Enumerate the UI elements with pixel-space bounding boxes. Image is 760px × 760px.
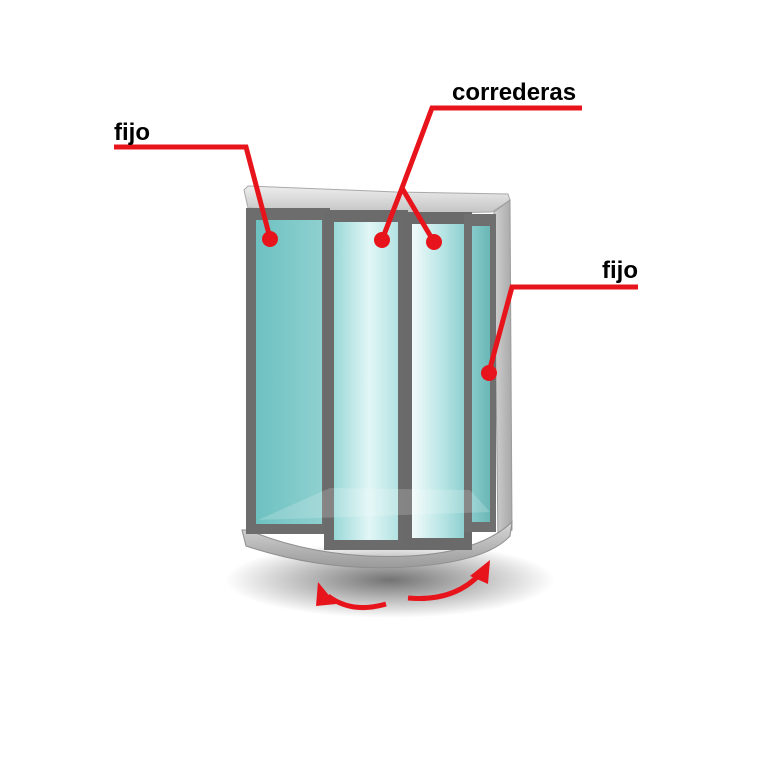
callout-dot-sliding-1 — [374, 232, 390, 248]
interior-floor — [258, 488, 490, 520]
callout-dot-sliding-2 — [426, 234, 442, 250]
callout-line-sliding — [379, 105, 582, 241]
arrow-right-curve — [407, 572, 482, 601]
arrow-left-head — [316, 582, 336, 606]
fixed-panel-right-glass — [472, 226, 490, 522]
callout-line-sliding-branch — [399, 186, 437, 244]
callout-line-fixed-right — [486, 284, 638, 373]
label-fixed-right: fijo — [602, 257, 638, 284]
sliding-panel-1-glass — [334, 222, 398, 540]
side-wall — [493, 199, 513, 541]
sliding-direction-arrows-icon — [316, 560, 490, 611]
callout-sliding: correderas — [374, 79, 582, 250]
shower-tray — [241, 520, 513, 569]
callout-line-fixed-left — [114, 144, 273, 239]
sliding-panel-2-glass — [412, 224, 464, 538]
callout-dot-fixed-left — [262, 231, 278, 247]
fixed-panel-left-glass — [256, 220, 322, 524]
callout-dot-fixed-right — [481, 365, 497, 381]
arrow-right-head — [470, 560, 490, 584]
callout-fixed-left: fijo — [114, 119, 278, 247]
label-sliding: correderas — [452, 79, 576, 106]
arrow-left-curve — [326, 593, 387, 611]
label-fixed-left: fijo — [114, 119, 150, 146]
callout-fixed-right: fijo — [481, 257, 638, 381]
